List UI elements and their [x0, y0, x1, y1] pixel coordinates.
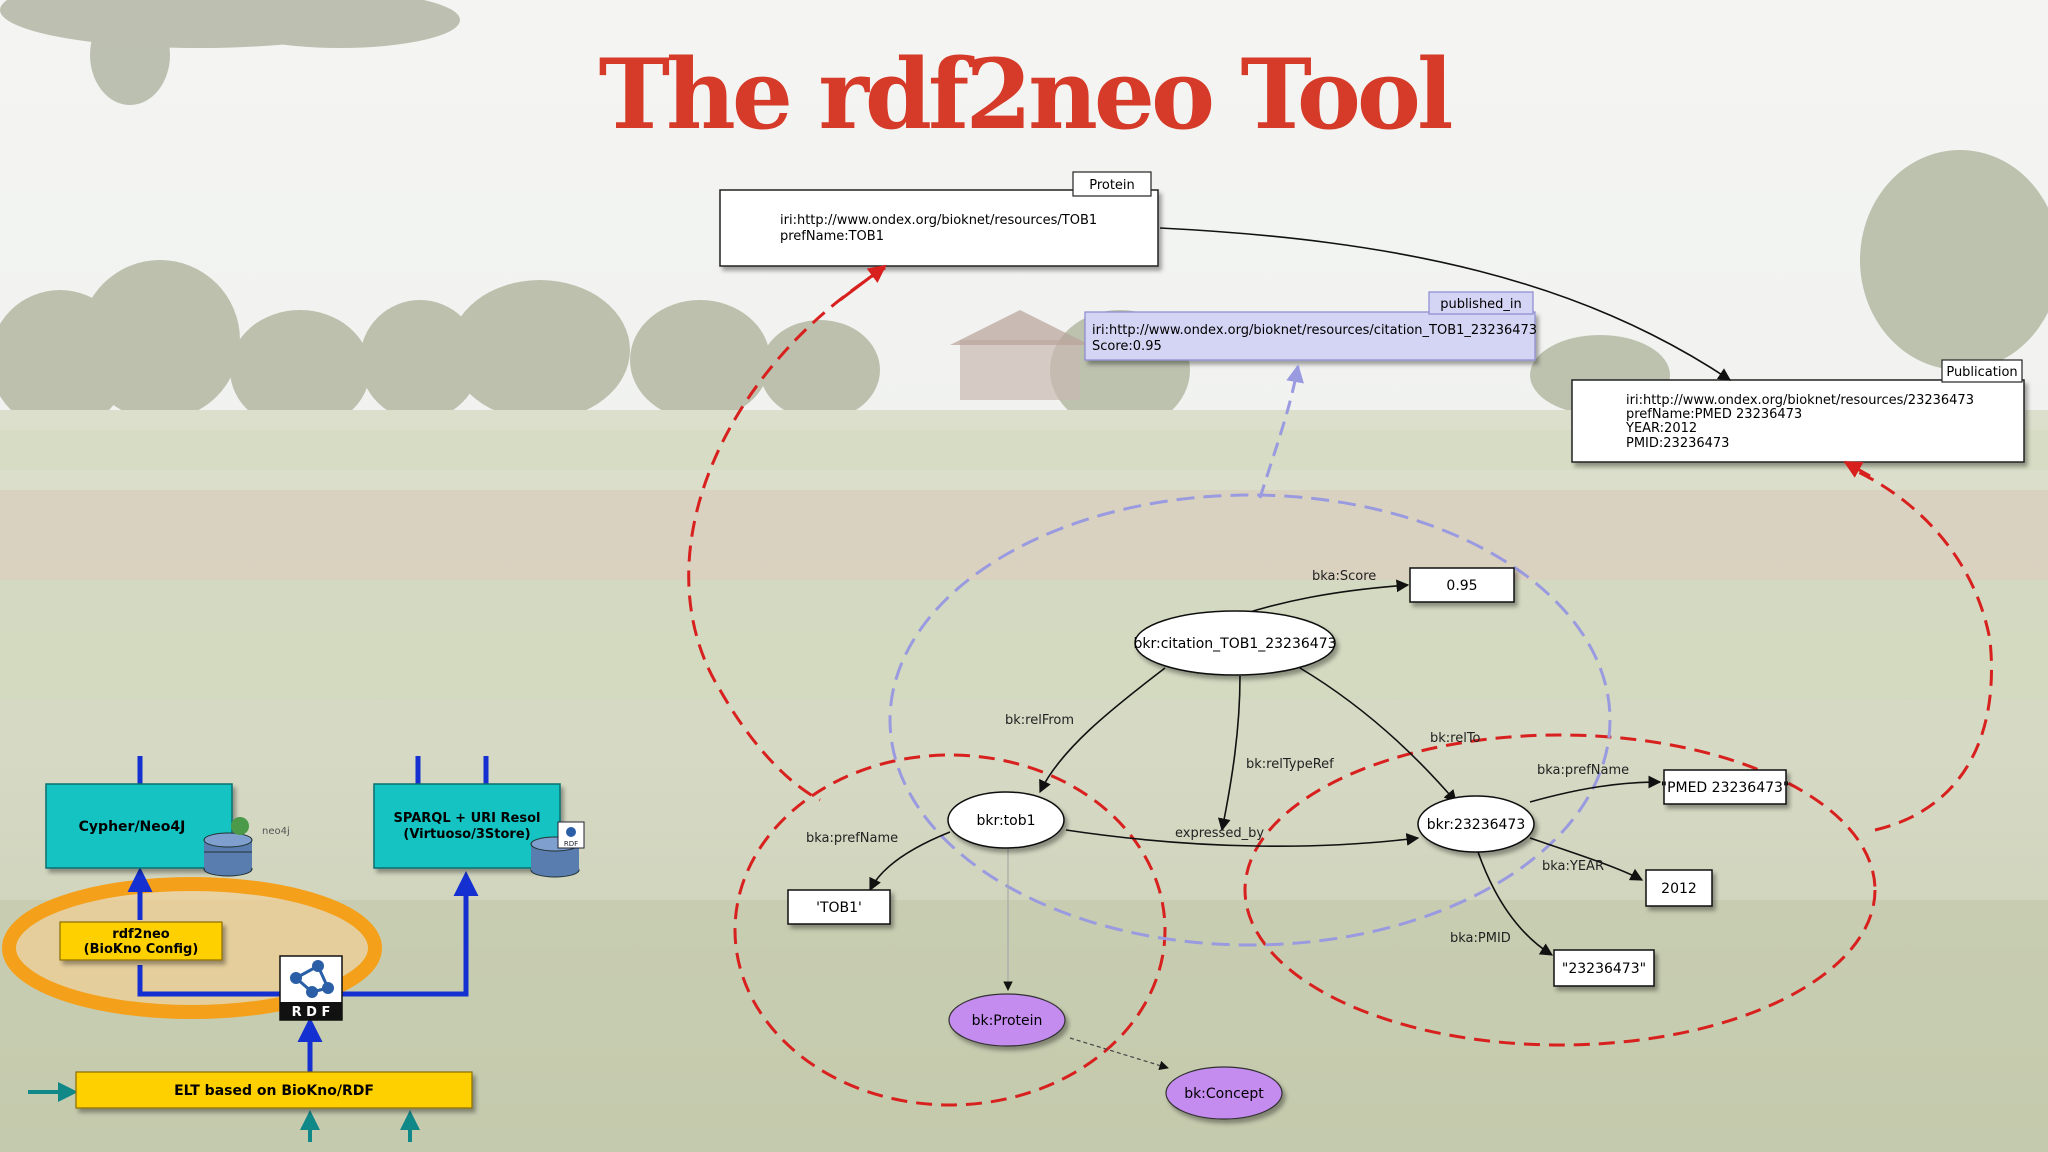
sparql-box: SPARQL + URI Resol (Virtuoso/3Store) [373, 783, 561, 869]
database-icon: neo4j [203, 817, 290, 877]
edge-rel-from [1039, 667, 1166, 794]
svg-text:(BioKno Config): (BioKno Config) [84, 942, 199, 957]
svg-text:0.95: 0.95 [1446, 578, 1477, 594]
cluster-tob1 [733, 753, 1167, 1107]
label-expressed-by: expressed_by [1175, 826, 1264, 841]
publication-prefname: prefName:PMED 23236473 [1626, 407, 1802, 422]
svg-text:"23236473": "23236473" [1562, 961, 1646, 977]
edge-year [1529, 837, 1644, 881]
edge-subclass [1069, 1037, 1169, 1071]
svg-text:bk:Protein: bk:Protein [972, 1013, 1043, 1029]
mapping-curve-protein [687, 266, 886, 802]
svg-text:bkr:tob1: bkr:tob1 [976, 813, 1035, 829]
node-tob1-name: 'TOB1' [787, 889, 891, 925]
node-pmid-value: "23236473" [1553, 949, 1655, 987]
label-tob1-prefname: bka:prefName [806, 831, 898, 846]
protein-node-box: Protein iri:http://www.ondex.org/bioknet… [719, 171, 1159, 267]
node-score-value: 0.95 [1409, 567, 1515, 603]
slide-title: The rdf2neo Tool [598, 38, 1454, 151]
rdf2neo-box: rdf2neo (BioKno Config) [59, 921, 223, 961]
node-tob1: bkr:tob1 [947, 791, 1065, 849]
svg-text:SPARQL + URI Resol: SPARQL + URI Resol [394, 811, 541, 826]
svg-text:(Virtuoso/3Store): (Virtuoso/3Store) [403, 827, 530, 842]
elt-box: ELT based on BioKno/RDF [75, 1071, 473, 1109]
cypher-neo4j-box: Cypher/Neo4J [45, 783, 233, 869]
node-year-value: 2012 [1645, 869, 1713, 907]
svg-text:neo4j: neo4j [262, 826, 290, 837]
svg-text:2012: 2012 [1661, 881, 1697, 897]
published-in-iri: iri:http://www.ondex.org/bioknet/resourc… [1092, 323, 1537, 338]
protein-to-publication-arrow [1159, 227, 1732, 381]
cluster-publication [1243, 733, 1877, 1047]
published-in-tag: published_in [1440, 297, 1522, 312]
node-pmed-name: "PMED 23236473" [1661, 769, 1790, 805]
svg-text:rdf2neo: rdf2neo [112, 927, 169, 942]
svg-text:ELT based on BioKno/RDF: ELT based on BioKno/RDF [174, 1083, 374, 1099]
edge-pmid [1477, 851, 1554, 956]
edge-rel-to [1299, 667, 1457, 803]
node-concept-class: bk:Concept [1165, 1066, 1283, 1120]
protein-tag: Protein [1089, 178, 1135, 193]
architecture-diagram: Cypher/Neo4J neo4j SPARQL + URI Resol (V… [2, 756, 585, 1142]
publication-tag: Publication [1946, 365, 2017, 380]
svg-text:RDF: RDF [564, 840, 578, 848]
mapping-curve-published-in [1258, 364, 1304, 499]
publication-year: YEAR:2012 [1625, 421, 1697, 436]
svg-text:Cypher/Neo4J: Cypher/Neo4J [79, 819, 186, 835]
label-rel-type: bk:relTypeRef [1246, 757, 1334, 772]
edge-tob1-prefname [869, 831, 951, 892]
node-citation: bkr:citation_TOB1_23236473 [1133, 610, 1337, 676]
svg-text:bkr:23236473: bkr:23236473 [1427, 817, 1525, 833]
label-pub-prefname: bka:prefName [1537, 763, 1629, 778]
published-in-score: Score:0.95 [1092, 339, 1162, 354]
edge-rel-type [1217, 675, 1241, 832]
publication-iri: iri:http://www.ondex.org/bioknet/resourc… [1626, 393, 1974, 408]
node-protein-class: bk:Protein [948, 993, 1066, 1047]
protein-iri: iri:http://www.ondex.org/bioknet/resourc… [780, 213, 1097, 228]
label-score: bka:Score [1312, 569, 1376, 584]
svg-text:bk:Concept: bk:Concept [1184, 1086, 1264, 1102]
label-rel-from: bk:relFrom [1005, 713, 1074, 728]
edge-expressed-by [1065, 829, 1420, 847]
svg-text:bkr:citation_TOB1_23236473: bkr:citation_TOB1_23236473 [1133, 636, 1336, 652]
label-pmid: bka:PMID [1450, 931, 1511, 946]
mapping-curve-publication [1849, 466, 1993, 832]
cluster-citation [888, 493, 1612, 947]
publication-pmid: PMID:23236473 [1626, 436, 1729, 451]
globe-icon [231, 817, 249, 835]
svg-text:'TOB1': 'TOB1' [816, 900, 862, 916]
label-rel-to: bk:relTo [1430, 731, 1481, 746]
svg-text:R D F: R D F [292, 1005, 331, 1020]
svg-text:"PMED 23236473": "PMED 23236473" [1661, 780, 1790, 796]
published-in-edge-box: published_in iri:http://www.ondex.org/bi… [1084, 291, 1537, 361]
rdf-database-icon: RDF [530, 821, 585, 878]
edge-pub-prefname [1529, 775, 1662, 803]
protein-prefname: prefName:TOB1 [780, 229, 884, 244]
label-year: bka:YEAR [1542, 859, 1604, 874]
tree-canopy-decor [0, 0, 460, 105]
rdf-logo-icon: R D F [279, 955, 343, 1021]
node-publication: bkr:23236473 [1417, 795, 1535, 853]
publication-node-box: Publication iri:http://www.ondex.org/bio… [1571, 359, 2025, 463]
